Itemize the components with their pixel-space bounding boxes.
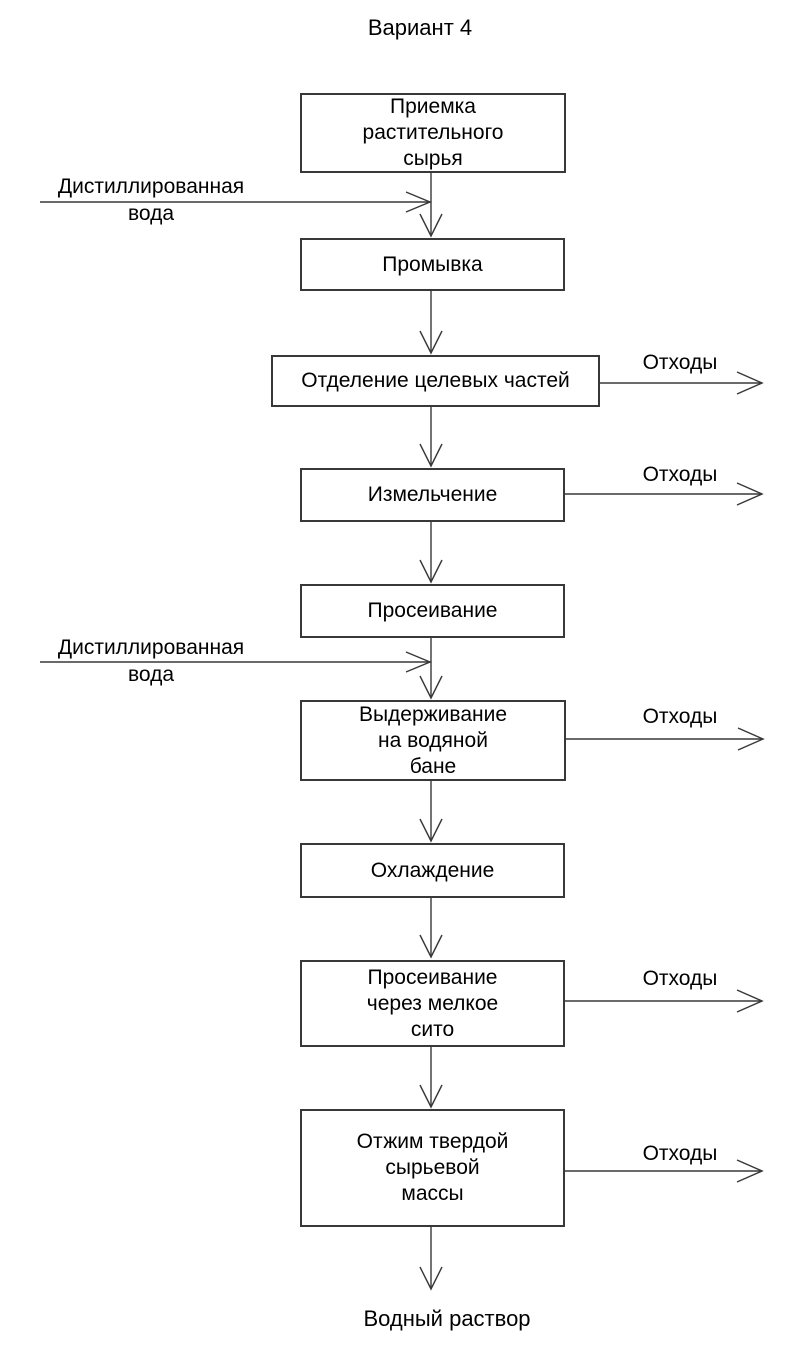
waste-label-fine-sieving: Отходы [642, 967, 718, 990]
box-grinding: Измельчение [300, 468, 565, 522]
box-water-bath: Выдерживание на водяной бане [300, 700, 566, 781]
box-cooling: Охлаждение [300, 843, 565, 898]
box-reception: Приемка растительного сырья [300, 93, 566, 173]
input-label-distilled-water-2: Дистиллированная вода [57, 636, 245, 686]
diagram-title: Вариант 4 [367, 15, 473, 40]
arrow-waste-separation [600, 371, 764, 395]
waste-label-separation: Отходы [642, 351, 718, 374]
arrow-waste-pressing [565, 1159, 764, 1183]
box-sieving: Просеивание [300, 584, 565, 638]
box-fine-sieving: Просеивание через мелкое сито [300, 960, 565, 1047]
box-pressing: Отжим твердой сырьевой массы [300, 1109, 565, 1227]
arrow-distilled-water-1 [40, 191, 432, 213]
arrow-waste-fine-sieving [565, 989, 764, 1013]
waste-label-grinding: Отходы [642, 463, 718, 486]
arrow-grinding-to-sieving [419, 522, 443, 584]
arrow-waste-grinding [565, 482, 764, 506]
output-label-aqueous-solution: Водный раствор [363, 1306, 531, 1331]
arrow-reception-to-washing [419, 173, 443, 238]
arrow-water-bath-to-cooling [419, 781, 443, 843]
arrow-cooling-to-fine-sieving [419, 898, 443, 959]
arrow-waste-water-bath [566, 727, 765, 751]
arrow-fine-sieving-to-pressing [419, 1047, 443, 1109]
box-washing: Промывка [300, 238, 565, 291]
box-separation: Отделение целевых частей [271, 355, 600, 407]
waste-label-pressing: Отходы [642, 1142, 718, 1165]
arrow-pressing-to-output [419, 1227, 443, 1291]
arrow-sieving-to-water-bath [419, 638, 443, 700]
arrow-washing-to-separation [419, 291, 443, 355]
arrow-distilled-water-2 [40, 651, 432, 673]
arrow-separation-to-grinding [419, 407, 443, 468]
waste-label-water-bath: Отходы [642, 705, 718, 728]
input-label-distilled-water-1: Дистиллированная вода [57, 175, 245, 225]
